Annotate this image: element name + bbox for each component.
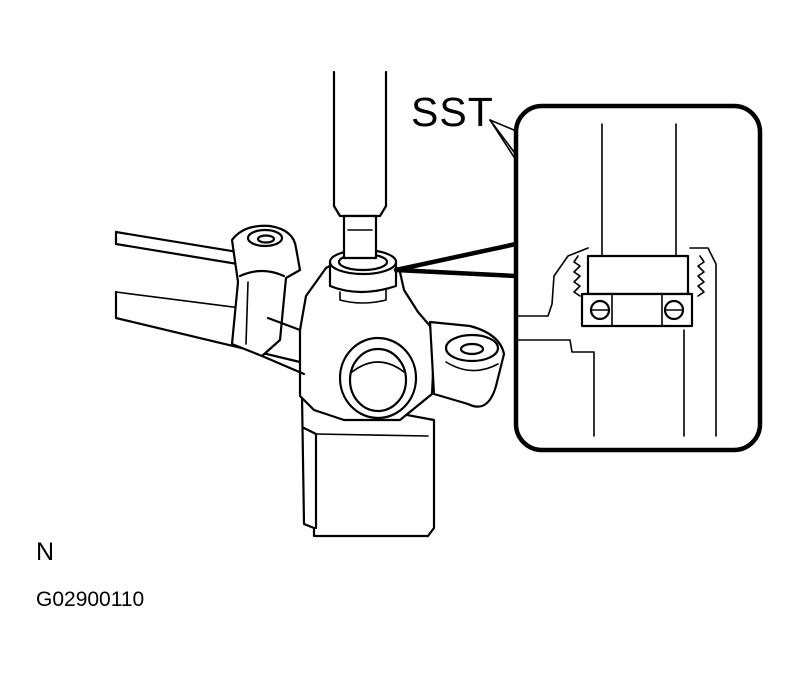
mounting-ear-right xyxy=(428,320,506,408)
sst-label: SST xyxy=(411,89,494,135)
figure-code-label: G02900110 xyxy=(36,588,145,611)
callout-pointer xyxy=(393,241,519,279)
mounting-clamp-left xyxy=(230,224,302,358)
gear-housing-body xyxy=(260,260,436,538)
view-marker-label: N xyxy=(36,538,55,566)
sst-press-tool xyxy=(332,70,388,260)
detail-inset xyxy=(513,103,763,453)
